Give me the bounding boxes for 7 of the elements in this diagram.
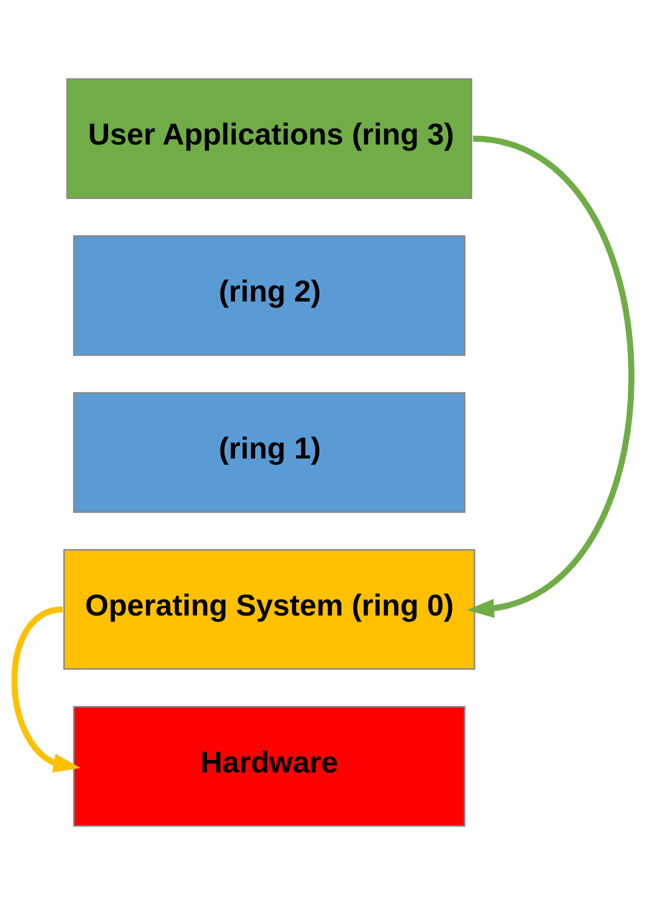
- node-box: Hardware: [73, 706, 466, 826]
- arrow: [466, 135, 634, 618]
- arrow: [11, 606, 81, 772]
- node-box: User Applications (ring 3): [66, 78, 472, 198]
- node-box: (ring 1): [73, 392, 466, 512]
- node-box: Operating System (ring 0): [63, 548, 476, 670]
- node-box: (ring 2): [73, 234, 466, 356]
